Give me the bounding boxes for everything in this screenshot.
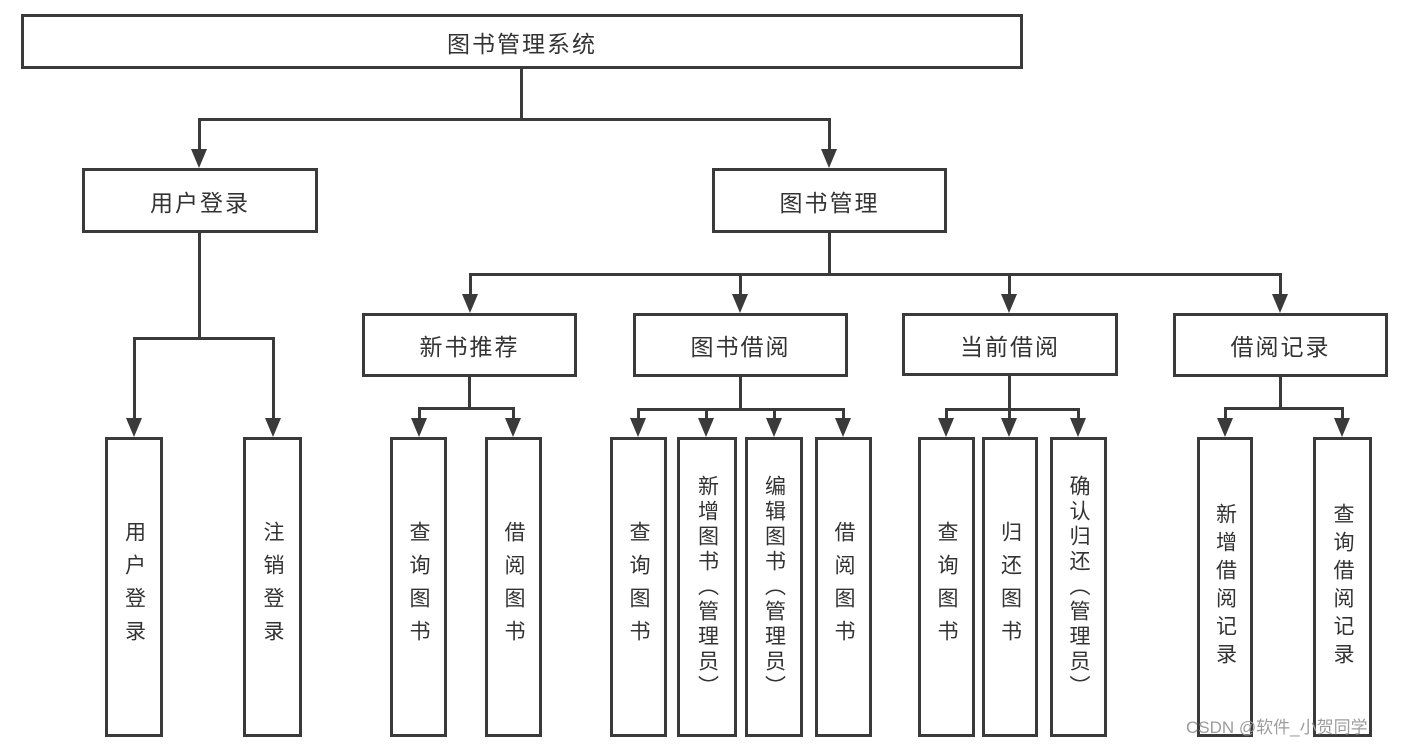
leaf-return-books: 归还图书 [982, 437, 1038, 737]
node-book-borrow-label: 图书借阅 [690, 334, 791, 360]
arrow-down-icon [411, 418, 427, 437]
arrow-down-icon [1334, 418, 1350, 437]
connector-line [705, 408, 708, 420]
leaf-query-books-recommend: 查询图书 [390, 437, 447, 737]
node-root-system: 图书管理系统 [21, 14, 1023, 69]
leaf-add-book-admin-label: 新增图书（管理员） [695, 474, 719, 700]
leaf-confirm-return-admin-label: 确认归还（管理员） [1067, 474, 1090, 700]
csdn-watermark: CSDN @软件_小贺同学 [1186, 718, 1368, 737]
arrow-down-icon [821, 149, 837, 168]
leaf-logout: 注销登录 [243, 437, 302, 737]
connector-line [739, 377, 742, 410]
node-book-borrow: 图书借阅 [633, 313, 848, 377]
leaf-confirm-return-admin: 确认归还（管理员） [1050, 437, 1107, 737]
leaf-query-borrow-record-label: 查询借阅记录 [1331, 503, 1354, 671]
connector-line [520, 69, 523, 118]
leaf-borrow-books: 借阅图书 [815, 437, 872, 737]
arrow-down-icon [265, 418, 281, 437]
connector-line [1008, 273, 1011, 296]
leaf-query-books-borrow-label: 查询图书 [627, 521, 650, 653]
node-current-borrow-label: 当前借阅 [960, 333, 1060, 360]
node-user-login-label: 用户登录 [150, 189, 250, 216]
leaf-borrow-books-recommend-label: 借阅图书 [502, 521, 525, 653]
connector-line [1077, 408, 1080, 420]
arrow-down-icon [126, 418, 142, 437]
connector-line [828, 118, 831, 151]
arrow-down-icon [835, 418, 851, 437]
connector-line [739, 273, 742, 296]
connector-line [945, 408, 948, 420]
arrow-down-icon [630, 418, 646, 437]
connector-line [512, 407, 515, 420]
leaf-logout-label: 注销登录 [261, 521, 284, 653]
connector-line [637, 408, 844, 411]
connector-line [198, 118, 201, 151]
arrow-down-icon [1001, 418, 1017, 437]
connector-line [828, 233, 831, 276]
leaf-add-book-admin: 新增图书（管理员） [677, 437, 737, 737]
leaf-add-borrow-record: 新增借阅记录 [1197, 437, 1253, 737]
arrow-down-icon [732, 294, 748, 313]
leaf-add-borrow-record-label: 新增借阅记录 [1213, 503, 1237, 671]
connector-line [1008, 376, 1011, 410]
leaf-query-books-current: 查询图书 [918, 437, 975, 737]
leaf-query-books-borrow: 查询图书 [610, 437, 667, 737]
connector-line [637, 408, 640, 420]
connector-line [1279, 273, 1282, 296]
node-current-borrow: 当前借阅 [902, 313, 1118, 376]
connector-line [469, 273, 1282, 276]
leaf-query-borrow-record: 查询借阅记录 [1313, 437, 1372, 737]
node-new-book-recommend-label: 新书推荐 [419, 334, 520, 360]
connector-line [198, 118, 831, 121]
connector-line [198, 233, 201, 337]
arrow-down-icon [1001, 294, 1017, 313]
connector-line [133, 337, 136, 420]
connector-line [1224, 407, 1227, 420]
arrow-down-icon [766, 418, 782, 437]
connector-line [1224, 407, 1344, 410]
arrow-down-icon [462, 294, 478, 313]
node-book-management-label: 图书管理 [779, 189, 880, 216]
connector-line [133, 337, 275, 340]
connector-line [418, 407, 515, 410]
node-borrow-records: 借阅记录 [1173, 313, 1388, 377]
connector-line [1279, 377, 1282, 410]
arrow-down-icon [938, 418, 954, 437]
connector-line [272, 337, 275, 420]
arrow-down-icon [1272, 294, 1288, 313]
leaf-borrow-books-label: 借阅图书 [832, 521, 855, 653]
node-user-login: 用户登录 [82, 168, 318, 233]
arrow-down-icon [698, 418, 714, 437]
connector-line [1341, 407, 1344, 420]
leaf-edit-book-admin-label: 编辑图书（管理员） [762, 474, 786, 700]
leaf-query-books-current-label: 查询图书 [935, 521, 958, 653]
arrow-down-icon [191, 149, 207, 168]
connector-line [469, 273, 472, 296]
arrow-down-icon [505, 418, 521, 437]
node-new-book-recommend: 新书推荐 [362, 313, 577, 377]
connector-line [773, 408, 776, 420]
connector-line [468, 377, 471, 409]
node-book-management: 图书管理 [712, 168, 947, 233]
node-root-label: 图书管理系统 [447, 30, 597, 57]
leaf-user-login-label: 用户登录 [122, 521, 146, 653]
leaf-borrow-books-recommend: 借阅图书 [485, 437, 542, 737]
node-borrow-records-label: 借阅记录 [1230, 334, 1331, 360]
connector-line [1008, 408, 1011, 420]
connector-line [418, 407, 421, 420]
connector-line [842, 408, 845, 420]
leaf-edit-book-admin: 编辑图书（管理员） [745, 437, 803, 737]
leaf-query-books-recommend-label: 查询图书 [407, 521, 430, 653]
arrow-down-icon [1217, 418, 1233, 437]
arrow-down-icon [1070, 418, 1086, 437]
leaf-return-books-label: 归还图书 [998, 521, 1022, 653]
connector-line [945, 408, 1080, 411]
leaf-user-login: 用户登录 [105, 437, 163, 737]
